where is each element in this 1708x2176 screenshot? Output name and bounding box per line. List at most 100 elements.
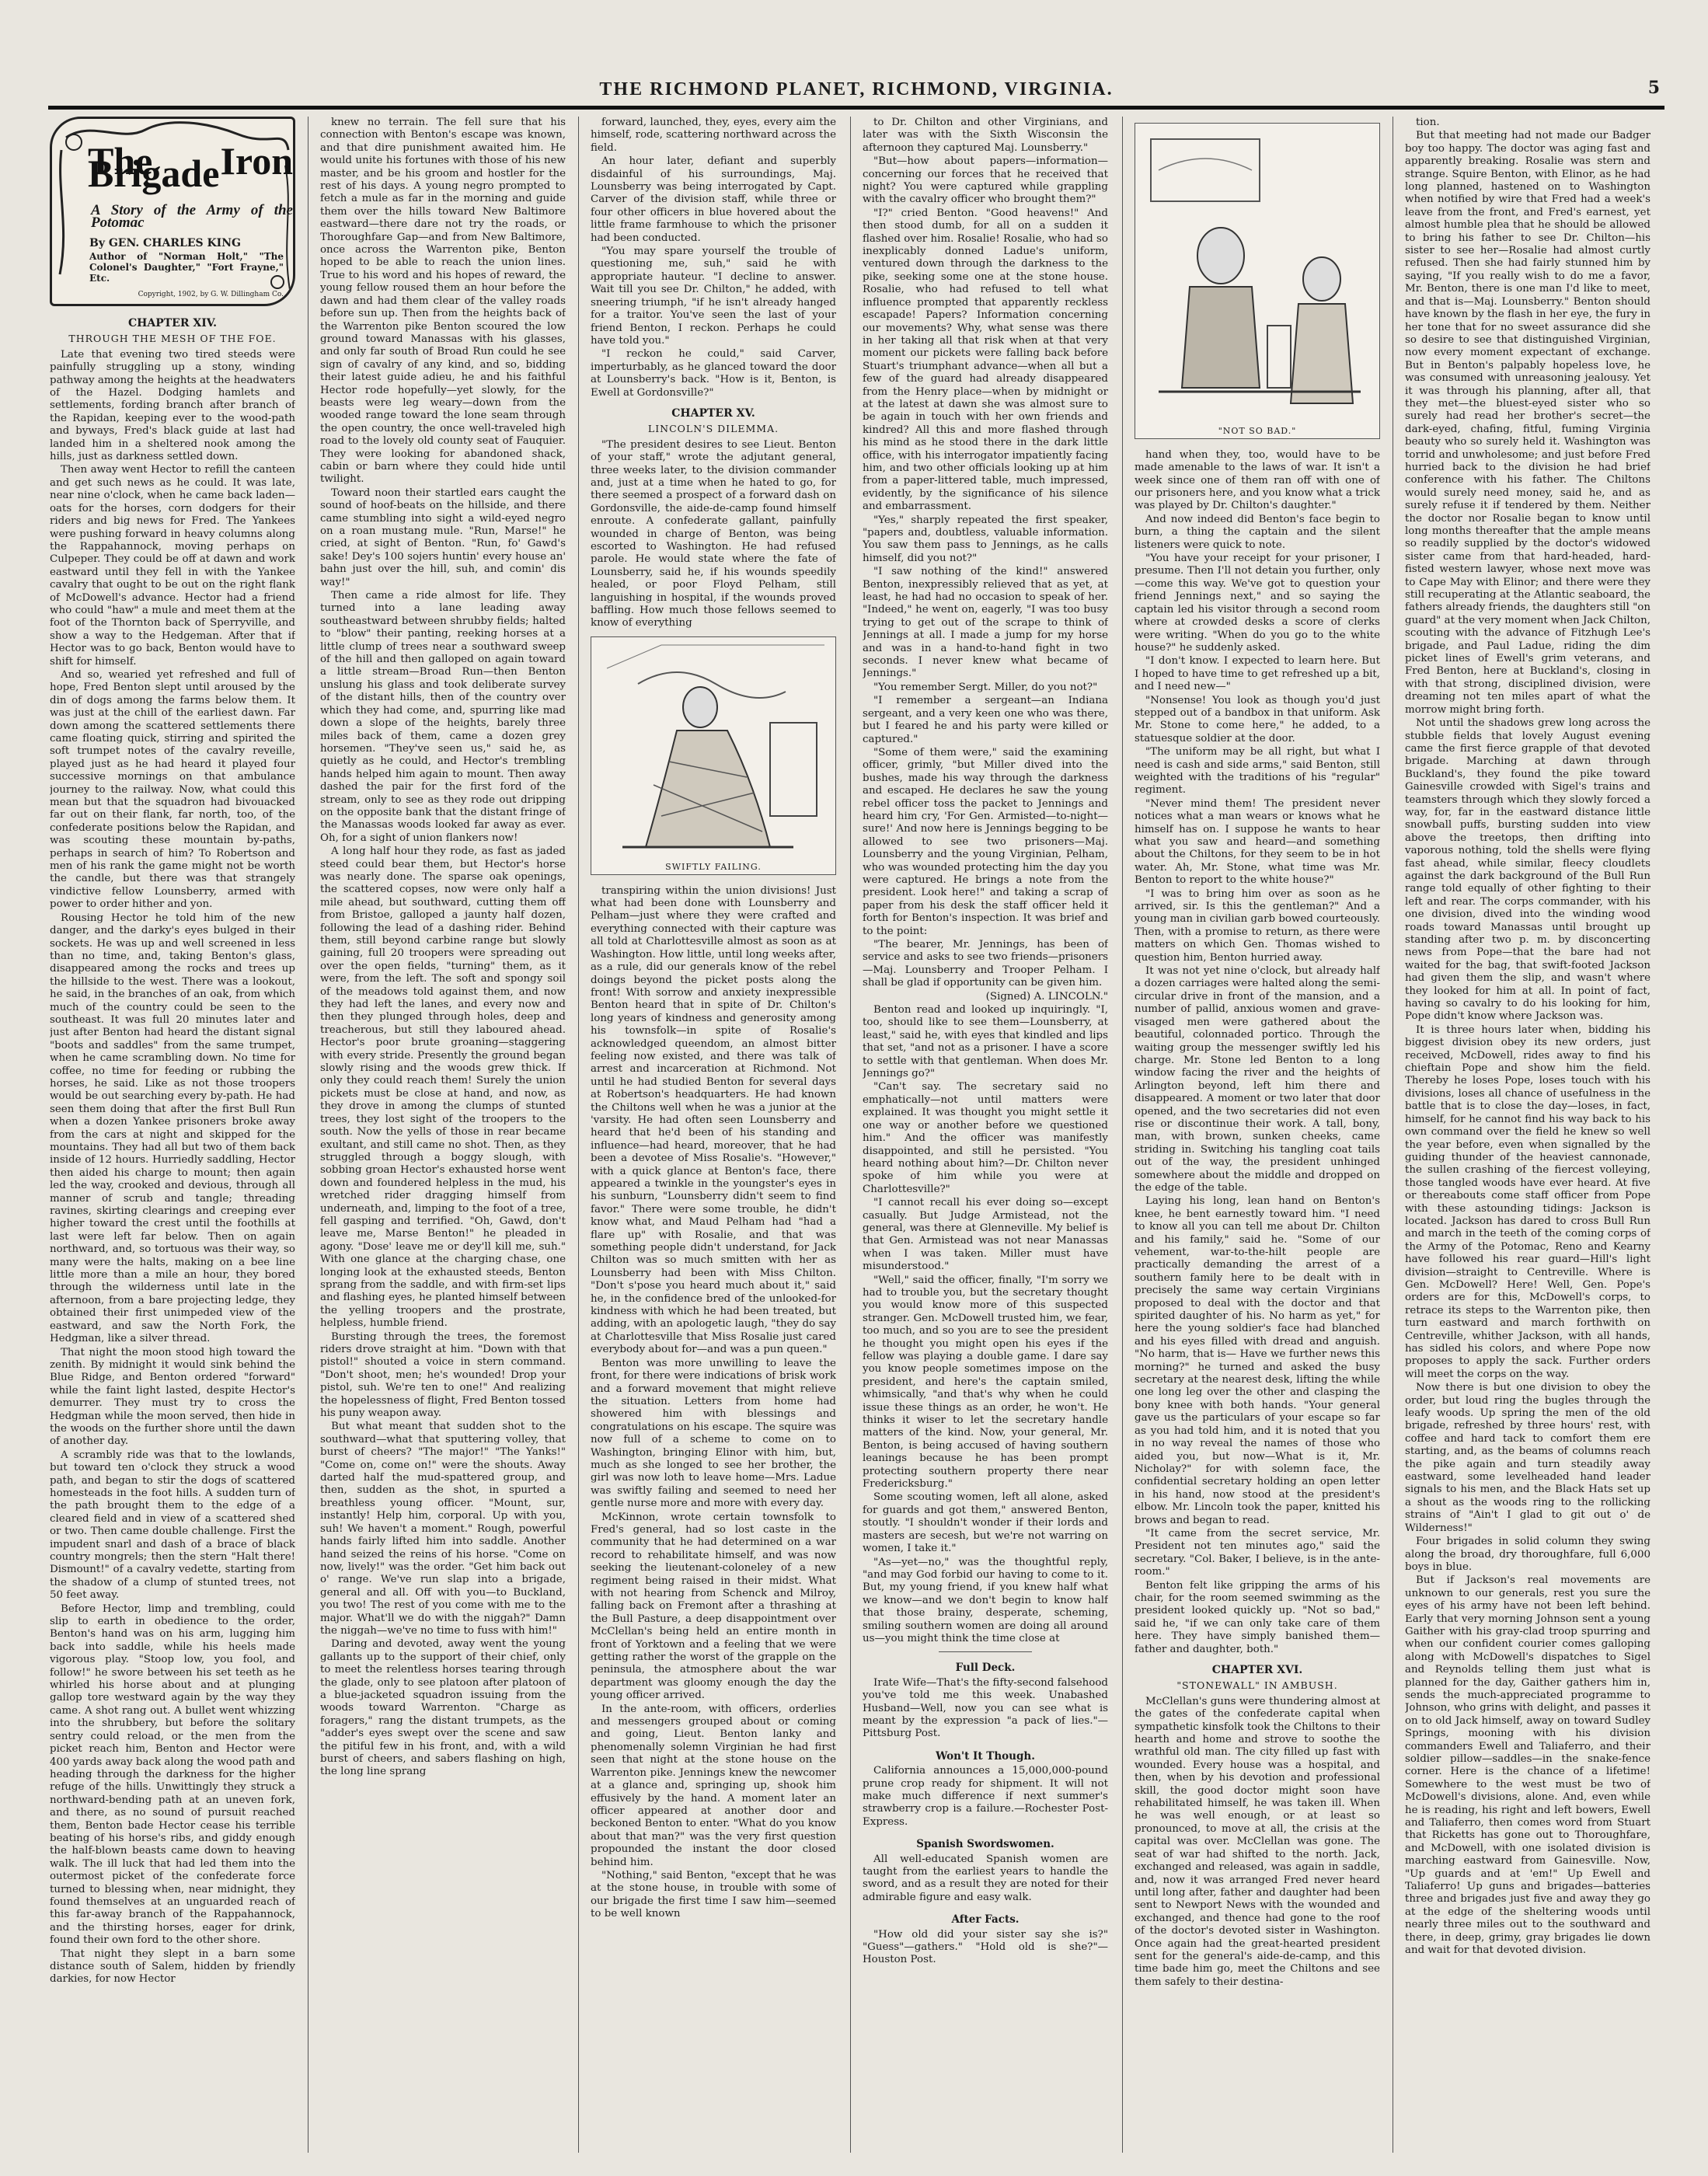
paragraph: transpiring within the union divisions! … bbox=[591, 884, 836, 1356]
paragraph: "As—yet—no," was the thoughtful reply, "… bbox=[863, 1556, 1108, 1644]
column-1: The Iron Brigade A Story of the Army of … bbox=[50, 117, 295, 2153]
paragraph: hand when they, too, would have to be ma… bbox=[1135, 448, 1380, 512]
column-5: "NOT SO BAD." hand when they, too, would… bbox=[1135, 117, 1380, 2153]
copyright-line: Copyright, 1902, by G. W. Dillingham Co. bbox=[138, 290, 284, 298]
paragraph: Benton felt like gripping the arms of hi… bbox=[1135, 1579, 1380, 1655]
paragraph: tion. bbox=[1416, 117, 1440, 128]
story-subtitle: A Story of the Army of the Potomac bbox=[91, 202, 293, 232]
paragraph: "I cannot recall his ever doing so—excep… bbox=[863, 1197, 1108, 1273]
newspaper-title: THE RICHMOND PLANET, RICHMOND, VIRGINIA. bbox=[599, 79, 1114, 99]
paragraph: "I?" cried Benton. "Good heavens!" And t… bbox=[863, 207, 1108, 513]
chapter-subtitle: THROUGH THE MESH OF THE FOE. bbox=[68, 333, 277, 345]
paragraph: "Can't say. The secretary said no emphat… bbox=[863, 1081, 1108, 1195]
story-title: The Iron Brigade bbox=[88, 139, 293, 196]
paragraph: Daring and devoted, away went the young … bbox=[320, 1638, 566, 1778]
paragraph: Late that evening two tired steeds were … bbox=[50, 348, 295, 463]
paragraph: "Never mind them! The president never no… bbox=[1135, 797, 1380, 887]
paragraph: "You have your receipt for your prisoner… bbox=[1135, 553, 1380, 654]
signature: (Signed) A. LINCOLN." bbox=[985, 990, 1108, 1003]
column-sixth: tion. But that meeting had not made our … bbox=[1405, 117, 1650, 2153]
paragraph: "You remember Sergt. Miller, do you not?… bbox=[873, 681, 1098, 693]
lincoln-and-officer-illustration-icon bbox=[1135, 124, 1379, 434]
paragraph: "Well," said the officer, finally, "I'm … bbox=[863, 1274, 1108, 1491]
separator bbox=[939, 1651, 1032, 1653]
misc-item: Irate Wife—That's the fifty-second false… bbox=[863, 1676, 1108, 1740]
chapter-subtitle: LINCOLN'S DILEMMA. bbox=[647, 423, 779, 435]
paragraph: And so, wearied yet refreshed and full o… bbox=[50, 668, 295, 911]
paragraph: "I don't know. I expected to learn here.… bbox=[1135, 655, 1380, 693]
paragraph: "I remember a sergeant—an Indiana sergea… bbox=[863, 695, 1108, 745]
misc-heading: Full Deck. bbox=[955, 1662, 1016, 1675]
paragraph: A scrambly ride was that to the lowlands… bbox=[50, 1449, 295, 1602]
paragraph: "I reckon he could," said Carver, impert… bbox=[591, 348, 836, 399]
illustration-caption: "NOT SO BAD." bbox=[1218, 426, 1297, 437]
misc-item: "How old did your sister say she is?" "G… bbox=[863, 1928, 1108, 1966]
misc-item: All well-educated Spanish women are taug… bbox=[863, 1853, 1108, 1903]
column-2: knew no terrain. The fell sure that his … bbox=[320, 117, 566, 2153]
paragraph: And now indeed did Benton's face begin t… bbox=[1135, 513, 1380, 551]
paragraph: Bursting through the trees, the foremost… bbox=[320, 1330, 566, 1420]
paragraph: Before Hector, limp and trembling, could… bbox=[50, 1602, 295, 1947]
paragraph: "I was to bring him over as soon as he a… bbox=[1135, 887, 1380, 964]
paragraph: Now there is but one division to obey th… bbox=[1405, 1382, 1650, 1534]
misc-heading: Won't It Though. bbox=[936, 1749, 1035, 1763]
paragraph: That night the moon stood high toward th… bbox=[50, 1346, 295, 1448]
illustration-swiftly-failing bbox=[591, 636, 836, 876]
paragraph: It was not yet nine o'clock, but already… bbox=[1135, 965, 1380, 1194]
paragraph: to Dr. Chilton and other Virginians, and… bbox=[863, 117, 1108, 154]
paragraph: "Nothing," said Benton, "except that he … bbox=[591, 1869, 836, 1920]
paragraph: A long half hour they rode, as fast as j… bbox=[320, 846, 566, 1330]
paragraph: "But—how about papers—information—concer… bbox=[863, 155, 1108, 206]
column-rule bbox=[850, 117, 851, 2153]
column-3: forward, launched, they, eyes, every aim… bbox=[591, 117, 836, 2153]
paragraph: "You may spare yourself the trouble of q… bbox=[591, 246, 836, 347]
paragraph: Toward noon their startled ears caught t… bbox=[320, 486, 566, 588]
story-author: By GEN. CHARLES KING bbox=[89, 237, 241, 249]
chapter-heading: CHAPTER XVI. bbox=[1211, 1664, 1303, 1676]
misc-heading: After Facts. bbox=[951, 1913, 1020, 1927]
paragraph: Then came a ride almost for life. They t… bbox=[320, 590, 566, 844]
paragraph: "It came from the secret service, Mr. Pr… bbox=[1135, 1527, 1380, 1578]
paragraph: But if Jackson's real movements are unkn… bbox=[1405, 1574, 1650, 1957]
paragraph: "Some of them were," said the examining … bbox=[863, 746, 1108, 937]
misc-heading: Spanish Swordswomen. bbox=[916, 1838, 1054, 1851]
paragraph: In the ante-room, with officers, orderli… bbox=[591, 1703, 836, 1868]
paragraph: An hour later, defiant and superbly disd… bbox=[591, 155, 836, 244]
paragraph: That night they slept in a barn some dis… bbox=[50, 1948, 295, 1986]
story-masthead: The Iron Brigade A Story of the Army of … bbox=[50, 117, 295, 306]
paragraph: "Yes," sharply repeated the first speake… bbox=[863, 514, 1108, 564]
ornamental-frame-icon bbox=[58, 121, 291, 291]
paragraph: But that meeting had not made our Badger… bbox=[1405, 130, 1650, 716]
chapter-heading: CHAPTER XV. bbox=[671, 406, 755, 420]
paragraph: "The president desires to see Lieut. Ben… bbox=[591, 438, 836, 629]
paragraph: But what meant that sudden shot to the s… bbox=[320, 1421, 566, 1637]
page-number: 5 bbox=[1647, 78, 1660, 98]
chapter-heading: CHAPTER XIV. bbox=[127, 317, 218, 330]
woman-in-chair-illustration-icon bbox=[591, 636, 835, 870]
paragraph: Some scouting women, left all alone, ask… bbox=[863, 1491, 1108, 1555]
paragraph: Four brigades in solid column they swing… bbox=[1405, 1536, 1650, 1573]
paragraph: Not until the shadows grew long across t… bbox=[1405, 717, 1650, 1023]
paragraph: McKinnon, wrote certain townsfolk to Fre… bbox=[591, 1511, 836, 1702]
paragraph: Rousing Hector he told him of the new da… bbox=[50, 912, 295, 1345]
paragraph: "Nonsense! You look as though you'd just… bbox=[1135, 694, 1380, 745]
column-rule bbox=[578, 117, 579, 2153]
chapter-subtitle: "STONEWALL" IN AMBUSH. bbox=[1176, 1679, 1338, 1692]
paragraph: Benton read and looked up inquiringly. "… bbox=[863, 1004, 1108, 1080]
page-header: THE RICHMOND PLANET, RICHMOND, VIRGINIA.… bbox=[48, 75, 1664, 110]
column-rule bbox=[1122, 117, 1123, 2153]
paragraph: McClellan's guns were thundering almost … bbox=[1135, 1695, 1380, 1988]
paragraph: Benton was more unwilling to leave the f… bbox=[591, 1357, 836, 1510]
illustration-caption: SWIFTLY FAILING. bbox=[665, 862, 762, 873]
paragraph: "The bearer, Mr. Jennings, has been of s… bbox=[863, 939, 1108, 989]
illustration-not-so-bad bbox=[1135, 123, 1380, 440]
paragraph: "I saw nothing of the kind!" answered Be… bbox=[863, 566, 1108, 680]
column-4: to Dr. Chilton and other Virginians, and… bbox=[863, 117, 1108, 2153]
paragraph: knew no terrain. The fell sure that his … bbox=[320, 117, 566, 486]
paragraph: Then away went Hector to refill the cant… bbox=[50, 464, 295, 668]
paragraph: forward, launched, they, eyes, every aim… bbox=[591, 117, 836, 154]
misc-item: California announces a 15,000,000-pound … bbox=[863, 1765, 1108, 1828]
author-works: Author of "Norman Holt," "The Colonel's … bbox=[89, 251, 284, 284]
paragraph: "The uniform may be all right, but what … bbox=[1135, 746, 1380, 797]
